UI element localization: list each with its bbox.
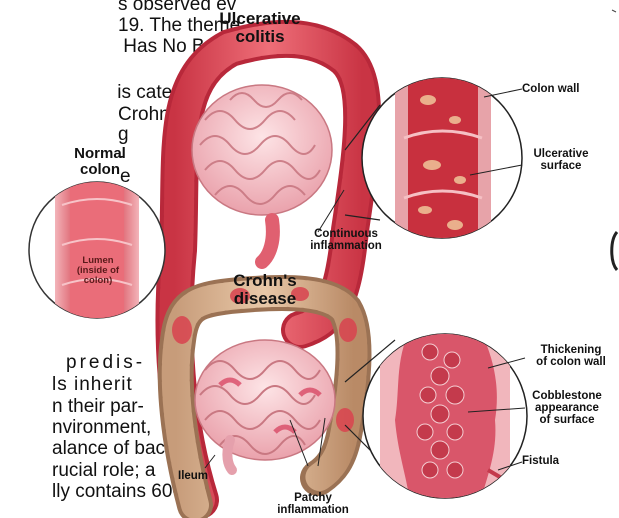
- patchy-inflammation-label: Patchy inflammation: [268, 492, 358, 516]
- cobblestone-label: Cobblestone appearance of surface: [526, 390, 608, 426]
- cd-zoom: [345, 330, 527, 505]
- cd-title: Crohn's disease: [215, 272, 315, 308]
- ileum-label: Ileum: [178, 470, 208, 482]
- fistula-label: Fistula: [522, 455, 559, 467]
- normal-colon-title: Normal colon: [60, 146, 140, 178]
- lumen-label: Lumen (inside of colon): [66, 256, 130, 286]
- uc-title: Ulcerative colitis: [205, 10, 315, 46]
- ulcerative-surface-label: Ulcerative surface: [522, 148, 600, 172]
- thickening-label: Thickening of colon wall: [524, 344, 618, 368]
- continuous-inflammation-label: Continuous inflammation: [296, 228, 396, 252]
- colon-wall-label: Colon wall: [522, 83, 580, 95]
